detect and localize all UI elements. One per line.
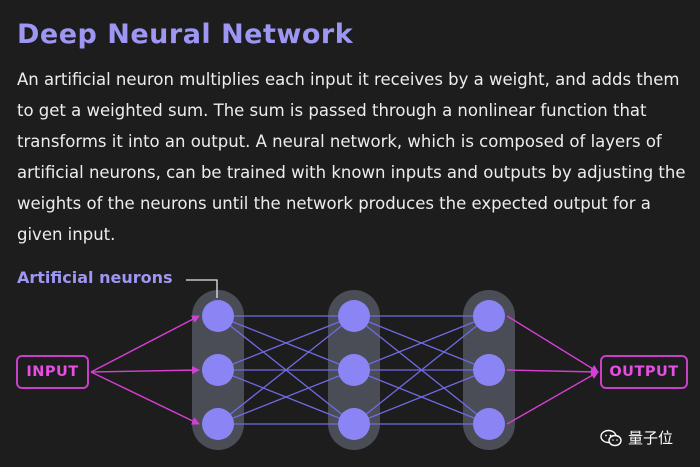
output-arrow	[506, 367, 599, 376]
output-arrow	[506, 371, 599, 425]
input-arrow	[90, 366, 200, 375]
output-box: OUTPUT	[600, 355, 688, 389]
input-box: INPUT	[16, 355, 89, 389]
watermark-text: 量子位	[628, 429, 674, 447]
connection-line	[217, 315, 355, 371]
label-pointer-line	[186, 279, 218, 298]
neuron	[202, 354, 234, 386]
connection-line	[353, 315, 490, 425]
description-text: An artificial neuron multiplies each inp…	[17, 70, 686, 244]
neuron	[338, 300, 370, 332]
neuron	[338, 354, 370, 386]
wechat-icon	[600, 429, 622, 446]
neuron	[202, 300, 234, 332]
neuron	[473, 408, 505, 440]
input-arrow	[90, 315, 200, 373]
page-title: Deep Neural Network	[17, 19, 354, 50]
output-label: OUTPUT	[609, 364, 679, 380]
watermark: 量子位	[600, 427, 673, 448]
input-label: INPUT	[26, 364, 79, 380]
neuron	[202, 408, 234, 440]
output-arrow	[506, 315, 599, 373]
neuron	[473, 300, 505, 332]
artificial-neurons-label: Artificial neurons	[17, 268, 173, 287]
neuron	[473, 354, 505, 386]
connection-line	[217, 369, 355, 425]
connection-line	[353, 369, 490, 425]
input-arrow	[90, 371, 200, 425]
neuron	[338, 408, 370, 440]
connection-line	[217, 315, 355, 425]
connection-line	[353, 315, 490, 371]
